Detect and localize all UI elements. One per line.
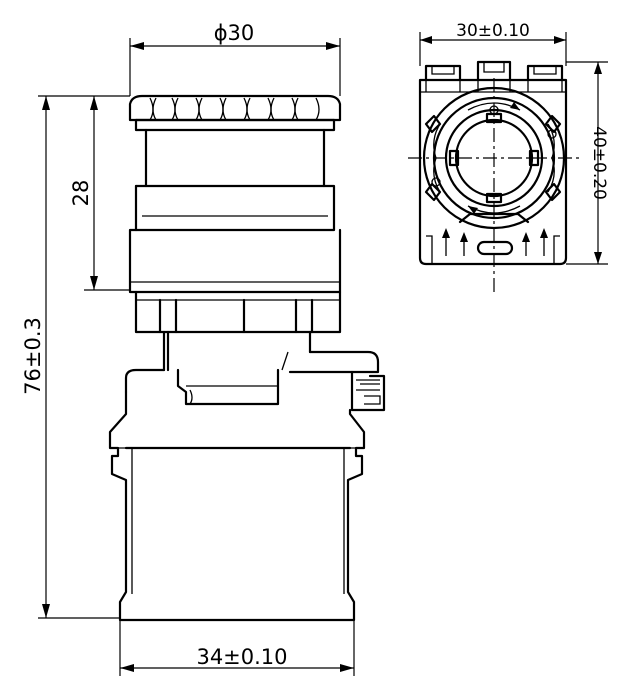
neck [162,330,380,406]
dim-rear-height-label: 40±0.20 [589,126,609,200]
dim-top-diameter-label: ϕ30 [214,21,255,45]
rear-view [408,60,582,294]
dim-rear-height: 40±0.20 [566,61,609,265]
dim-base-width: 34±0.10 [119,620,355,676]
dim-rear-width-label: 30±0.10 [456,21,530,41]
top-terminals [420,60,566,93]
mounting-nut [134,290,342,334]
side-view [108,94,386,622]
dim-head-height-label: 28 [69,180,93,207]
dim-top-diameter: ϕ30 [129,21,341,96]
contact-block [108,368,366,622]
dim-total-height-label: 76±0.3 [21,317,45,395]
dim-base-width-label: 34±0.10 [196,645,287,669]
upper-collar [134,118,336,188]
side-clip [350,370,386,412]
button-cap [128,94,342,122]
dim-head-height: 28 [69,95,130,291]
bezel [128,184,342,294]
dim-rear-width: 30±0.10 [419,21,567,66]
bottom-terminals [426,228,560,264]
dim-total-height: 76±0.3 [21,95,120,619]
